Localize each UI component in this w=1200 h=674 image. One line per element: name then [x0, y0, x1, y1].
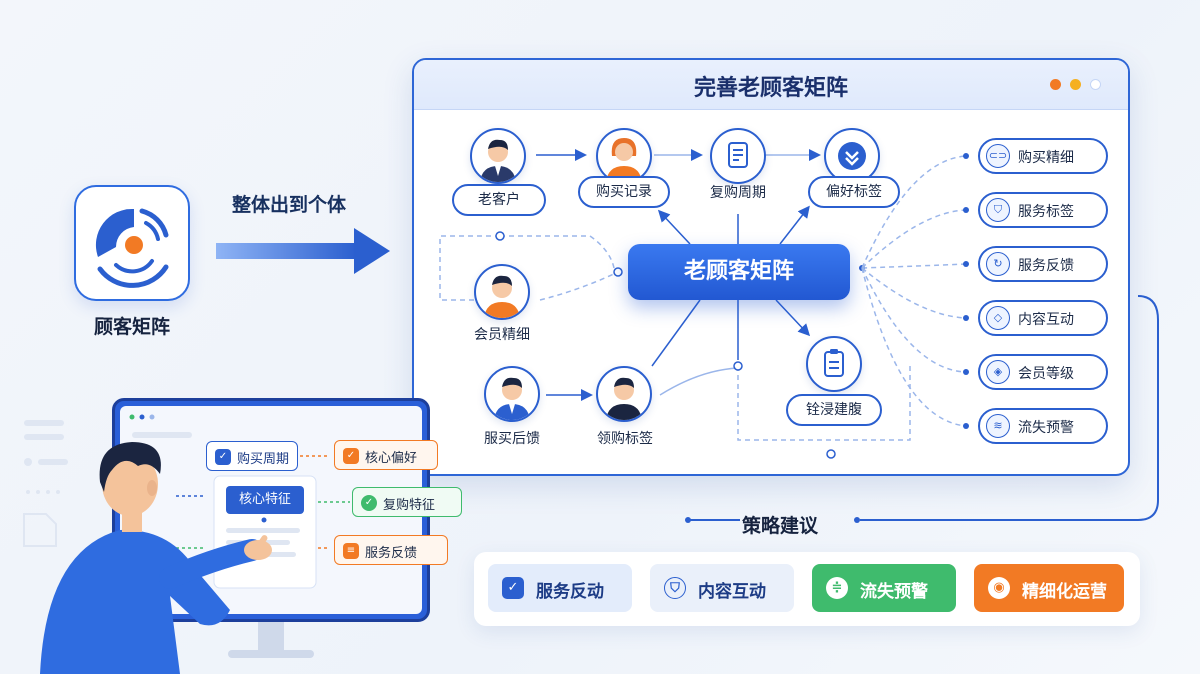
- tag-label: 核心偏好: [365, 451, 418, 466]
- window-dot-orange[interactable]: [1050, 79, 1061, 90]
- clipboard-icon: [824, 349, 844, 377]
- repurchase-cycle-label: 复购周期: [710, 185, 766, 201]
- brand-label: 顾客矩阵: [93, 316, 170, 338]
- suggestion-node[interactable]: [806, 336, 862, 392]
- right-item-label: 流失预警: [1018, 420, 1074, 436]
- repurchase-tag-label: 领购标签: [597, 431, 653, 447]
- male-user-icon: [494, 377, 530, 420]
- preference-tag-node[interactable]: [824, 128, 880, 184]
- strategy-button-service[interactable]: ✓ 服务反动: [488, 564, 632, 612]
- purchase-record-label: 购买记录: [578, 176, 670, 208]
- list-icon: ≡: [343, 543, 359, 559]
- check-icon: ✓: [343, 448, 359, 464]
- right-item-content-interaction[interactable]: ◇ 内容互动: [978, 300, 1108, 336]
- person-illustration: [40, 442, 272, 674]
- right-item-label: 内容互动: [1018, 312, 1074, 328]
- check-icon: ✓: [215, 449, 231, 465]
- purchase-feedback-avatar[interactable]: [484, 366, 540, 422]
- male-user-icon: [480, 139, 516, 182]
- preference-tag-label: 偏好标签: [808, 176, 900, 208]
- tag-label: 复购特征: [383, 498, 436, 513]
- tag-service-feedback[interactable]: ≡ 服务反馈: [334, 535, 448, 565]
- big-right-arrow-icon: [216, 228, 390, 274]
- right-item-label: 服务反馈: [1018, 258, 1074, 274]
- tag-label: 服务反馈: [365, 546, 418, 561]
- male-user-icon: [484, 275, 520, 318]
- flow-label: 整体出到个体: [232, 194, 347, 216]
- repurchase-tag-avatar[interactable]: [596, 366, 652, 422]
- diamond-icon: ◈: [986, 360, 1010, 384]
- strategy-title: 策略建议: [741, 515, 818, 537]
- strategy-button-refined-ops[interactable]: ◉ 精细化运营: [974, 564, 1124, 612]
- strategy-button-label: 精细化运营: [1022, 582, 1107, 602]
- strategy-button-label: 服务反动: [536, 582, 604, 602]
- pin-icon: ◉: [988, 577, 1010, 599]
- right-item-label: 购买精细: [1018, 150, 1074, 166]
- window-dot-yellow[interactable]: [1070, 79, 1081, 90]
- diamond-icon: ◇: [986, 306, 1010, 330]
- right-item-service-tag[interactable]: ⛉ 服务标签: [978, 192, 1108, 228]
- right-item-label: 会员等级: [1018, 366, 1074, 382]
- shield-icon: ⛉: [986, 198, 1010, 222]
- matrix-title: 完善老顾客矩阵: [693, 76, 848, 101]
- chevron-badge-icon: [838, 142, 866, 170]
- repurchase-cycle-node[interactable]: [710, 128, 766, 184]
- suggestion-label: 铨浸建腹: [786, 394, 882, 426]
- strategy-button-label: 内容互动: [698, 582, 766, 602]
- layers-icon: ≋: [986, 414, 1010, 438]
- old-customer-label: 老客户: [452, 184, 546, 216]
- matrix-window-header: 完善老顾客矩阵: [414, 60, 1128, 110]
- right-item-service-feedback[interactable]: ↻ 服务反馈: [978, 246, 1108, 282]
- tag-core-preference[interactable]: ✓ 核心偏好: [334, 440, 438, 470]
- right-item-churn-warning[interactable]: ≋ 流失预警: [978, 408, 1108, 444]
- right-item-label: 服务标签: [1018, 204, 1074, 220]
- brand-logo-card[interactable]: [74, 185, 190, 301]
- window-dot-white[interactable]: [1090, 79, 1101, 90]
- tag-repurchase-feature[interactable]: ✓ 复购特征: [352, 487, 462, 517]
- check-icon: ✓: [502, 577, 524, 599]
- toggle-icon: ⊂⊃: [986, 144, 1010, 168]
- strategy-button-churn[interactable]: ≑ 流失预警: [812, 564, 956, 612]
- strategy-button-content[interactable]: ⛉ 内容互动: [650, 564, 794, 612]
- purchase-feedback-label: 服买后馈: [484, 431, 540, 447]
- equal-icon: ≑: [826, 577, 848, 599]
- tag-label: 购买周期: [237, 452, 290, 467]
- male-user-icon: [606, 377, 642, 420]
- right-item-purchase-detail[interactable]: ⊂⊃ 购买精细: [978, 138, 1108, 174]
- right-item-member-level[interactable]: ◈ 会员等级: [978, 354, 1108, 390]
- tag-purchase-cycle[interactable]: ✓ 购买周期: [206, 441, 298, 471]
- refresh-icon: ↻: [986, 252, 1010, 276]
- member-detail-avatar[interactable]: [474, 264, 530, 320]
- member-detail-label: 会员精细: [474, 327, 530, 343]
- tag-core-feature[interactable]: 核心特征: [226, 486, 304, 514]
- core-node[interactable]: 老顾客矩阵: [628, 244, 850, 300]
- document-icon: [728, 142, 748, 168]
- check-icon: ✓: [361, 495, 377, 511]
- customer-matrix-logo-icon: [95, 208, 169, 288]
- old-customer-avatar[interactable]: [470, 128, 526, 184]
- strategy-button-label: 流失预警: [860, 582, 928, 602]
- shield-icon: ⛉: [664, 577, 686, 599]
